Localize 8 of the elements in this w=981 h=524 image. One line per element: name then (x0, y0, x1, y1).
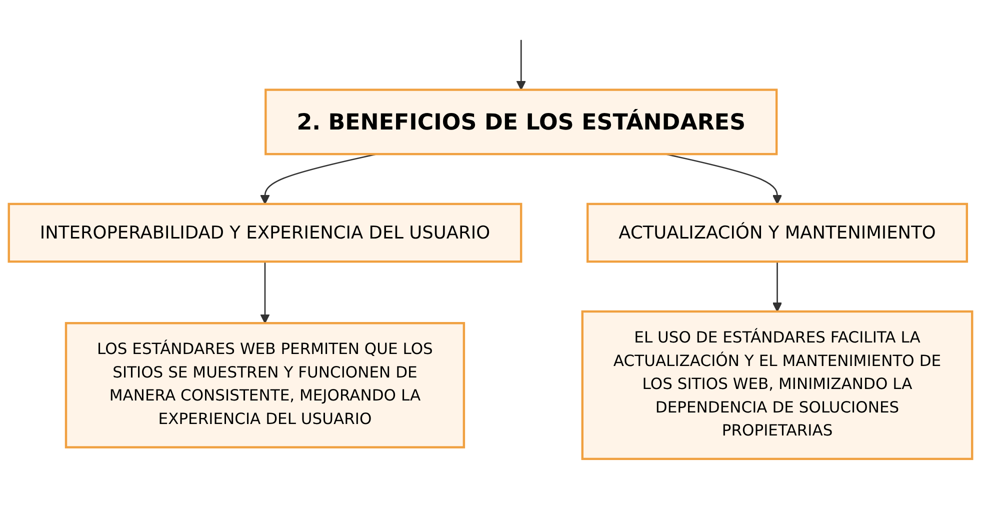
arrow (260, 262, 270, 324)
arrow (516, 40, 526, 90)
arrow (772, 262, 782, 312)
node-box: 2. BENEFICIOS DE LOS ESTÁNDARES (264, 88, 778, 156)
node-box: ACTUALIZACIÓN Y MANTENIMIENTO (586, 202, 968, 263)
node-box: INTEROPERABILIDAD Y EXPERIENCIA DEL USUARIO (8, 202, 522, 263)
node-box: LOS ESTÁNDARES WEB PERMITEN QUE LOS SITIOS SE MUESTREN Y FUNCIONEN DE MANERA CONSISTENTE, MEJORANDO LA EXPERIENCIA DEL USUARIO (64, 322, 466, 448)
node-box: EL USO DE ESTÁNDARES FACILITA LA ACTUALIZACIÓN Y EL MANTENIMIENTO DE LOS SITIOS WEB, MINIMIZANDO LA DEPENDENCIA DE SOLUCIONES PROPIETARIAS (581, 310, 974, 460)
